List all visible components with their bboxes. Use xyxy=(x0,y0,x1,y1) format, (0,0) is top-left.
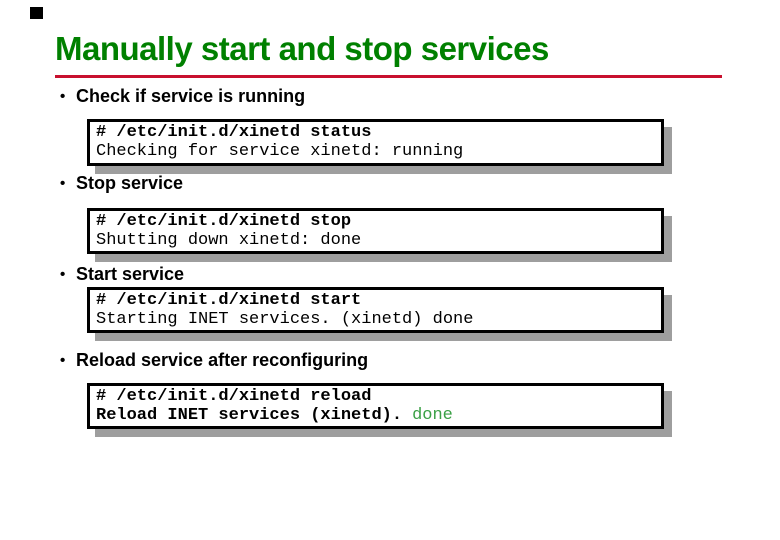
code-box-status: # /etc/init.d/xinetd status Checking for… xyxy=(87,119,664,166)
bullet-label: Stop service xyxy=(76,173,184,193)
bullet-icon: • xyxy=(60,175,66,192)
page-title: Manually start and stop services xyxy=(55,30,549,67)
output-line: Checking for service xinetd: running xyxy=(96,142,655,161)
corner-marker xyxy=(30,7,43,19)
output-text: Starting INET services. (xinetd) done xyxy=(96,310,474,329)
output-line: Starting INET services. (xinetd) done xyxy=(96,310,655,329)
code-box-start: # /etc/init.d/xinetd start Starting INET… xyxy=(87,287,664,333)
bullet-icon: • xyxy=(60,266,66,283)
command-line: # /etc/init.d/xinetd status xyxy=(96,123,372,142)
command-line: # /etc/init.d/xinetd reload xyxy=(96,387,372,406)
output-line: Shutting down xinetd: done xyxy=(96,231,655,250)
bullet-label: Reload service after reconfiguring xyxy=(76,350,369,370)
code-box-reload: # /etc/init.d/xinetd reload Reload INET … xyxy=(87,383,664,429)
output-text: Reload INET services (xinetd). xyxy=(96,406,403,425)
bullet-item-stop-service: • Stop service xyxy=(60,173,183,194)
bullet-icon: • xyxy=(60,352,66,369)
bullet-label: Start service xyxy=(76,264,185,284)
bullet-item-reload-service: • Reload service after reconfiguring xyxy=(60,350,368,371)
title-underline xyxy=(55,75,722,78)
output-line: Reload INET services (xinetd). done xyxy=(96,406,655,425)
status-done-text: done xyxy=(412,406,453,425)
bullet-item-check-running: • Check if service is running xyxy=(60,86,305,107)
output-text: Checking for service xinetd: running xyxy=(96,142,464,161)
output-text: Shutting down xinetd: done xyxy=(96,231,362,250)
command-line: # /etc/init.d/xinetd start xyxy=(96,291,362,310)
bullet-label: Check if service is running xyxy=(76,86,306,106)
command-line: # /etc/init.d/xinetd stop xyxy=(96,212,352,231)
code-box-stop: # /etc/init.d/xinetd stop Shutting down … xyxy=(87,208,664,254)
bullet-icon: • xyxy=(60,88,66,105)
bullet-item-start-service: • Start service xyxy=(60,264,184,285)
